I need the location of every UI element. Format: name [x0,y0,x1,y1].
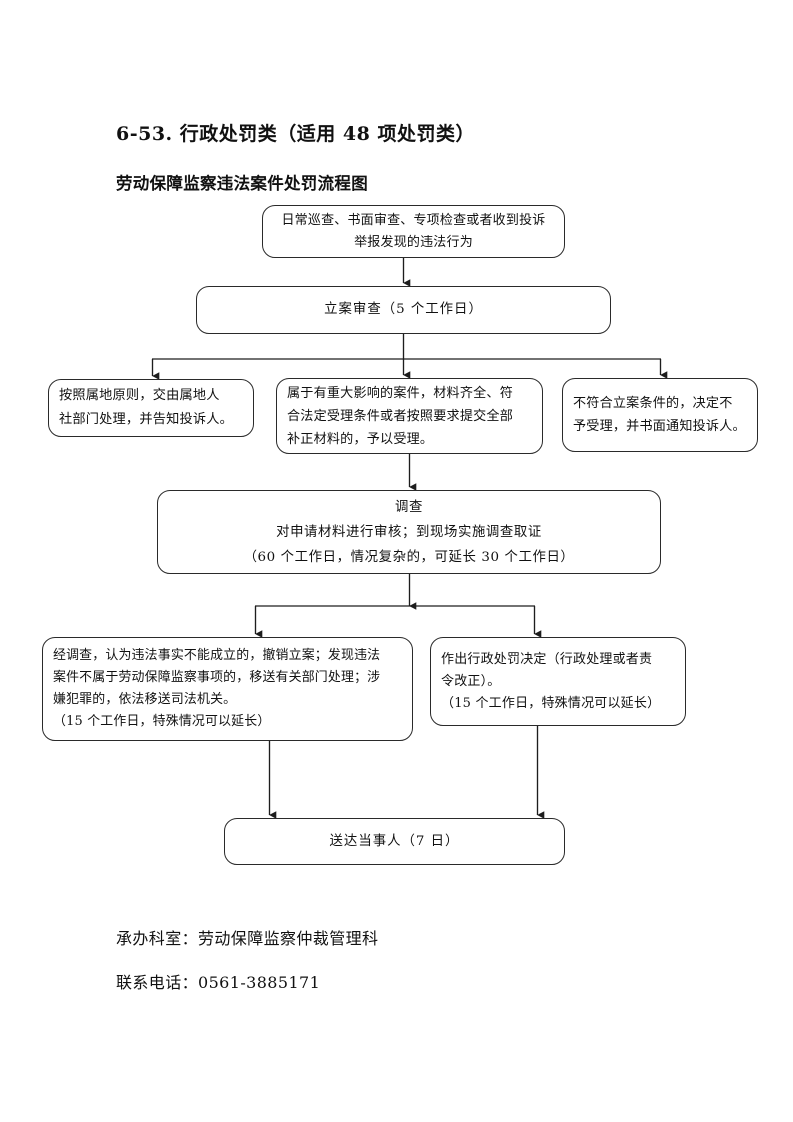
flow-node-case-closure: 经调查，认为违法事实不能成立的，撤销立案；发现违法 案件不属于劳动保障监察事项的… [42,637,413,741]
node-line: 经调查，认为违法事实不能成立的，撤销立案；发现违法 [53,648,381,663]
node-line: 对申请材料进行审核；到现场实施调查取证 [276,524,542,540]
node-line: （15 个工作日，特殊情况可以延长） [53,714,271,729]
flow-node-accept-case: 属于有重大影响的案件，材料齐全、符 合法定受理条件或者按照要求提交全部 补正材料… [276,378,543,454]
footer-department: 承办科室：劳动保障监察仲裁管理科 [116,929,379,948]
node-line: 立案审查（5 个工作日） [324,302,483,317]
flow-node-penalty-decision: 作出行政处罚决定（行政处理或者责 令改正）。 （15 个工作日，特殊情况可以延长… [430,637,686,726]
node-line: 社部门处理，并告知投诉人。 [59,412,234,427]
node-line: 送达当事人（7 日） [329,833,460,849]
node-line: 案件不属于劳动保障监察事项的，移送有关部门处理；涉 [53,670,381,685]
node-line: 举报发现的违法行为 [354,234,473,250]
node-line: 予受理，并书面通知投诉人。 [573,419,746,434]
node-line: （60 个工作日，情况复杂的，可延长 30 个工作日） [243,549,575,565]
page-title: 6-53. 行政处罚类（适用 48 项处罚类） [116,123,475,145]
node-line: 作出行政处罚决定（行政处理或者责 [441,651,653,667]
node-line: 按照属地原则，交由属地人 [59,388,220,403]
flow-node-delivery: 送达当事人（7 日） [224,818,565,865]
page-subtitle: 劳动保障监察违法案件处罚流程图 [116,174,368,193]
node-line: 不符合立案条件的，决定不 [573,396,733,411]
flow-node-review: 立案审查（5 个工作日） [196,286,611,334]
node-line: 日常巡查、书面审查、专项检查或者收到投诉 [281,212,546,228]
footer-phone: 联系电话：0561-3885171 [116,973,321,992]
node-line: （15 个工作日，特殊情况可以延长） [441,695,661,711]
node-line: 嫌犯罪的，依法移送司法机关。 [53,692,237,707]
flow-node-local-transfer: 按照属地原则，交由属地人 社部门处理，并告知投诉人。 [48,379,254,437]
node-line: 补正材料的，予以受理。 [287,431,434,447]
flow-node-investigation: 调查 对申请材料进行审核；到现场实施调查取证 （60 个工作日，情况复杂的，可延… [157,490,661,574]
node-line: 令改正）。 [441,673,501,689]
node-line: 调查 [395,499,423,515]
node-line: 属于有重大影响的案件，材料齐全、符 [287,385,513,401]
flow-node-reject-case: 不符合立案条件的，决定不 予受理，并书面通知投诉人。 [562,378,758,452]
node-line: 合法定受理条件或者按照要求提交全部 [287,408,513,424]
flow-node-intake: 日常巡查、书面审查、专项检查或者收到投诉 举报发现的违法行为 [262,205,565,258]
